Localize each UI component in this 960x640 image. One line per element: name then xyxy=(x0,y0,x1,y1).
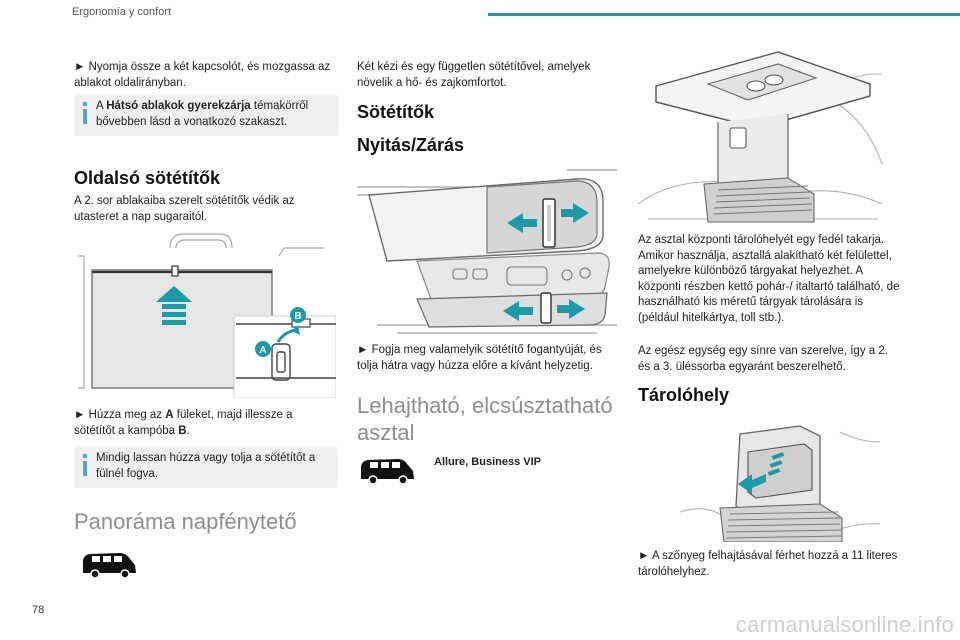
info-icon xyxy=(82,453,88,476)
info-box-pull-slowly: Mindig lassan húzza vagy tolja a sötétít… xyxy=(74,447,338,488)
instruction-lift-carpet: ► A szőnyeg felhajtásával férhet hozzá a… xyxy=(638,550,898,578)
van-icon xyxy=(361,459,414,485)
roof-shade-illustration xyxy=(357,169,617,334)
instruction-pull-b: B xyxy=(178,424,187,437)
heading-folding-table: Lehajtható, elcsúsztatható asztal xyxy=(357,393,613,445)
folding-table-illustration xyxy=(638,51,883,223)
info-text-bold: Hátsó ablakok gyerekzárja xyxy=(106,100,251,112)
callout-label-b: B xyxy=(294,311,301,322)
header-accent-bar xyxy=(488,13,960,16)
running-head: Ergonomía y confort xyxy=(72,6,172,18)
instruction-pull-post: . xyxy=(186,424,190,437)
heading-shades: Sötétítők xyxy=(357,102,435,122)
text-table-storage: Az asztal központi tárolóhelyét egy fedé… xyxy=(638,234,900,324)
info-icon xyxy=(82,101,88,124)
instruction-pull-mid: füleket, majd illessze a sötétítőt a kam… xyxy=(74,409,293,437)
heading-storage: Tárolóhely xyxy=(638,385,730,405)
watermark: carmanualsonline.info xyxy=(735,612,954,637)
text-shades-intro: Két kézi és egy független sötétítővel, a… xyxy=(357,61,591,89)
side-shade-illustration: B A xyxy=(78,233,336,398)
heading-side-shades: Oldalsó sötétítők xyxy=(74,168,221,188)
instruction-press-switches: ► Nyomja össze a két kapcsolót, és mozga… xyxy=(74,61,331,89)
storage-illustration xyxy=(680,425,880,542)
info-text-pull-slowly: Mindig lassan húzza vagy tolja a sötétít… xyxy=(96,452,316,480)
instruction-grab-handle: ► Fogja meg valamelyik sötétítő fogantyú… xyxy=(357,344,602,372)
info-text-pre: A xyxy=(96,100,107,112)
instruction-pull-pre: ► Húzza meg az xyxy=(74,409,166,421)
text-table-rail: Az egész egység egy sínre van szerelve, … xyxy=(638,345,888,373)
van-icon xyxy=(83,553,136,579)
heading-open-close: Nyitás/Zárás xyxy=(357,135,465,155)
instruction-pull-tabs: ► Húzza meg az A füleket, majd illessze … xyxy=(74,408,336,439)
callout-label-a: A xyxy=(259,345,266,356)
heading-panoramic-roof: Panoráma napfénytető xyxy=(74,509,297,534)
instruction-pull-a: A xyxy=(165,409,174,421)
text-side-shades: A 2. sor ablakaiba szerelt sötétítők véd… xyxy=(74,195,295,223)
info-text-post: témakörről bővebben lásd a vonatkozó sza… xyxy=(96,100,309,128)
trim-level-label: Allure, Business VIP xyxy=(434,456,541,468)
info-box-child-lock: A Hátsó ablakok gyerekzárja témakörről b… xyxy=(74,95,339,136)
page-number: 78 xyxy=(32,604,45,616)
